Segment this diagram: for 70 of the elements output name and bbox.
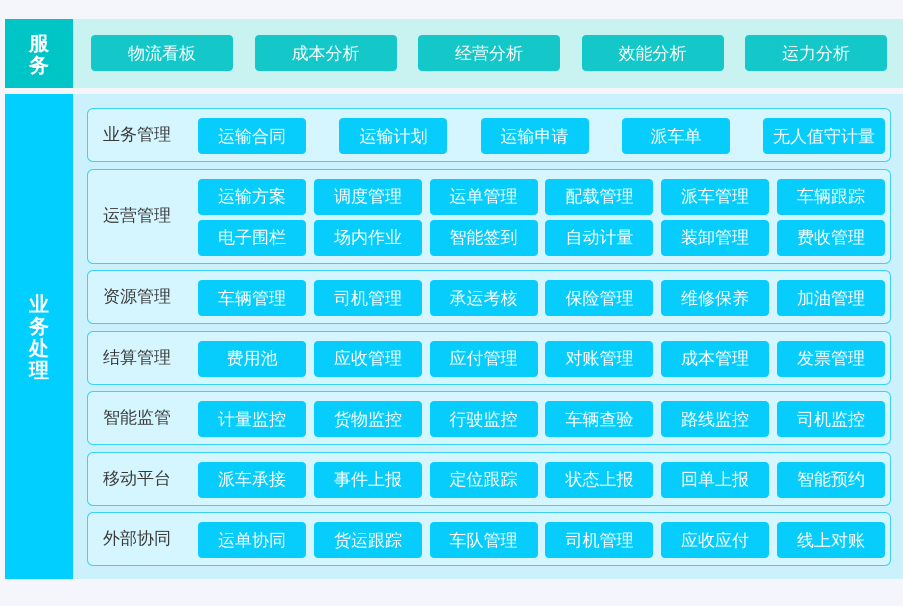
- group-title: 资源管理: [103, 286, 171, 309]
- function-tile: 智能预约: [777, 462, 885, 498]
- module-group: [87, 108, 891, 162]
- module-group: [87, 330, 891, 384]
- function-tile: 派车管理: [661, 178, 770, 214]
- function-tile: 电子围栏: [198, 220, 306, 256]
- function-tile: 应收应付: [661, 522, 770, 558]
- function-tile: 司机管理: [314, 280, 422, 316]
- function-tile: 费用池: [198, 340, 306, 376]
- module-group: [87, 168, 891, 264]
- function-tile: 运输合同: [198, 118, 306, 154]
- function-tile: 应付管理: [430, 340, 538, 376]
- function-tile: 派车单: [622, 118, 730, 154]
- service-tile: 效能分析: [582, 35, 724, 71]
- function-tile: 智能签到: [430, 220, 538, 256]
- group-title: 智能监管: [103, 407, 171, 430]
- layer-title: 业务处理: [28, 292, 50, 380]
- function-tile: 货运跟踪: [314, 522, 422, 558]
- function-tile: 自动计量: [545, 220, 654, 256]
- group-title: 外部协同: [103, 528, 171, 551]
- function-tile: 运输方案: [198, 178, 306, 214]
- group-title: 业务管理: [103, 124, 171, 147]
- group-title: 结算管理: [103, 346, 171, 370]
- module-group: [87, 391, 891, 445]
- function-tile: 加油管理: [777, 280, 885, 316]
- function-tile: 调度管理: [314, 178, 422, 214]
- function-tile: 线上对账: [777, 522, 885, 558]
- function-tile: 车辆查验: [545, 401, 654, 437]
- function-tile: 配载管理: [545, 178, 654, 214]
- function-tile: 保险管理: [545, 280, 654, 316]
- function-tile: 承运考核: [430, 280, 538, 316]
- layer-band: [5, 19, 903, 88]
- service-tile: 成本分析: [254, 35, 396, 71]
- function-tile: 司机监控: [777, 401, 885, 437]
- module-group: [87, 512, 891, 566]
- function-tile: 发票管理: [777, 340, 885, 376]
- function-tile: 无人值守计量: [763, 118, 886, 154]
- function-tile: 运单协同: [198, 522, 306, 558]
- function-tile: 车辆跟踪: [777, 178, 885, 214]
- module-group: [87, 270, 891, 324]
- function-tile: 定位跟踪: [430, 462, 538, 498]
- function-tile: 运输计划: [339, 118, 448, 154]
- group-title: 移动平台: [103, 468, 171, 490]
- function-tile: 计量监控: [198, 401, 306, 437]
- module-group: [87, 452, 891, 506]
- function-tile: 回单上报: [661, 462, 770, 498]
- group-title: 运营管理: [103, 205, 171, 228]
- function-tile: 装卸管理: [661, 220, 770, 256]
- function-tile: 对账管理: [545, 340, 654, 376]
- function-tile: 应收管理: [314, 340, 422, 376]
- function-tile: 状态上报: [545, 462, 654, 498]
- function-tile: 场内作业: [314, 220, 422, 256]
- function-tile: 货物监控: [314, 401, 422, 437]
- function-tile: 维修保养: [661, 280, 770, 316]
- function-tile: 事件上报: [314, 462, 422, 498]
- service-tile: 经营分析: [418, 35, 560, 71]
- function-tile: 车辆管理: [198, 280, 306, 316]
- layer-band: [5, 94, 903, 579]
- service-tile: 运力分析: [745, 35, 887, 71]
- function-tile: 车队管理: [430, 522, 538, 558]
- function-tile: 司机管理: [545, 522, 654, 558]
- function-tile: 运输申请: [480, 118, 589, 154]
- function-tile: 行驶监控: [430, 401, 538, 437]
- service-tile: 物流看板: [91, 35, 233, 71]
- function-tile: 运单管理: [430, 178, 538, 214]
- function-tile: 成本管理: [661, 340, 770, 376]
- function-tile: 费收管理: [777, 220, 885, 256]
- function-tile: 路线监控: [661, 401, 770, 437]
- function-tile: 派车承接: [198, 462, 306, 498]
- layer-title: 服务: [28, 32, 50, 76]
